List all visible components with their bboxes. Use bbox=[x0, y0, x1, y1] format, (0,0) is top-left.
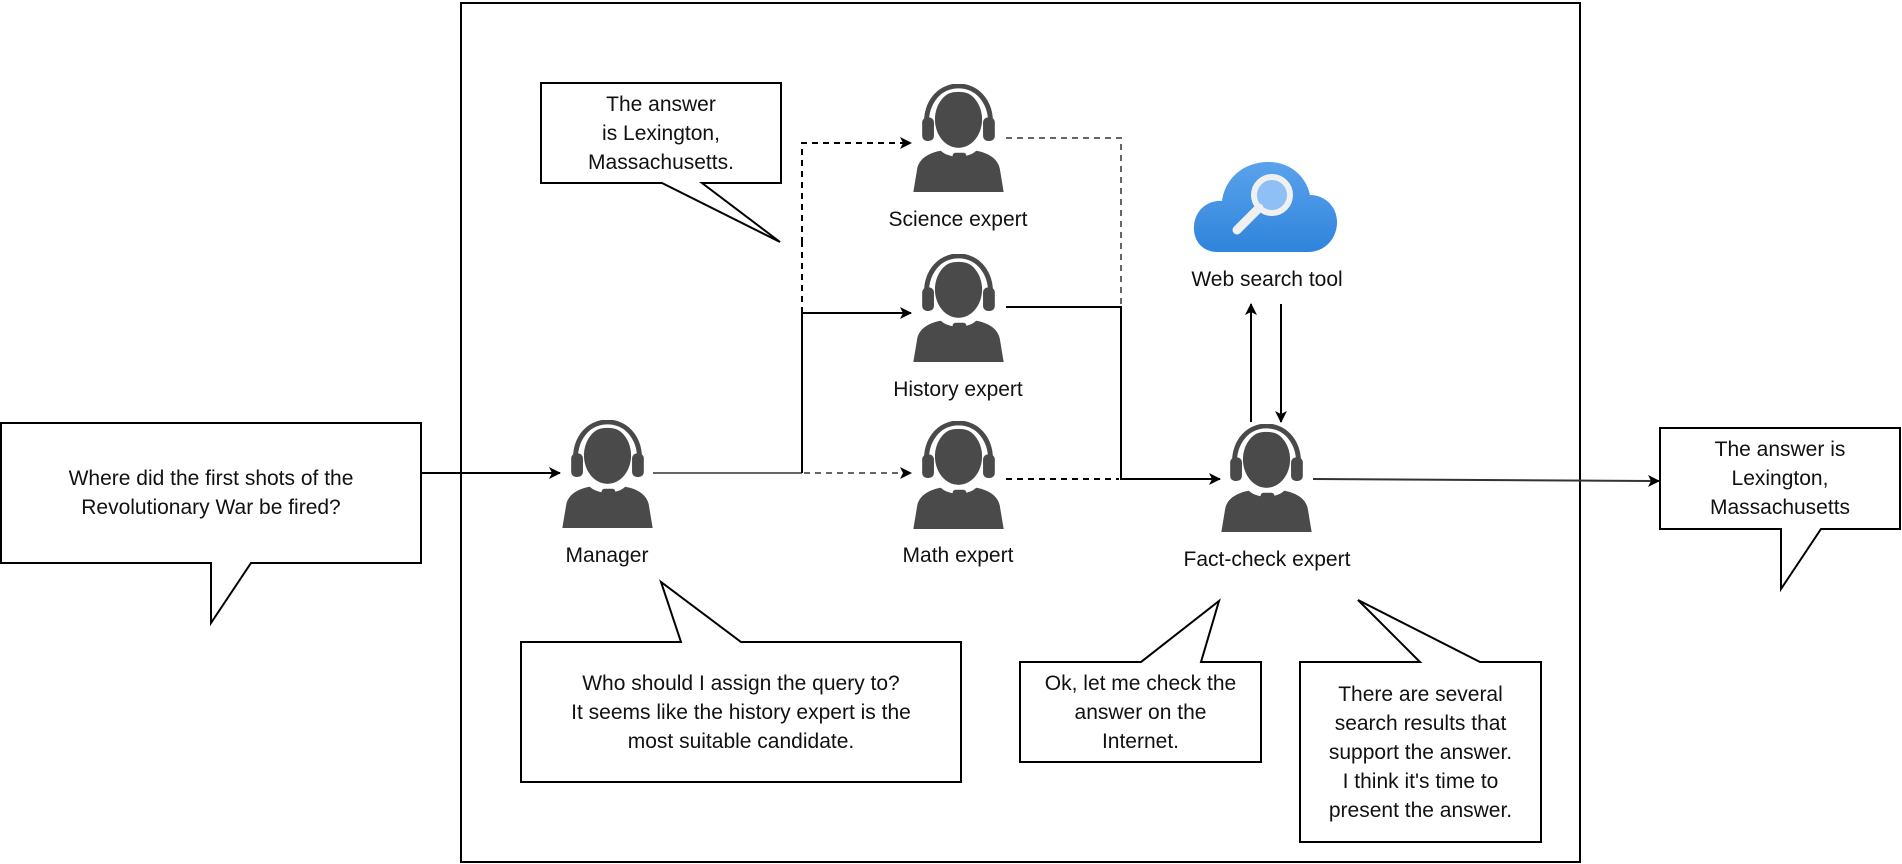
edge-manager-to-science bbox=[801, 137, 912, 243]
web-search-label: Web search tool bbox=[1191, 268, 1343, 291]
manager-label: Manager bbox=[565, 544, 649, 567]
manager-bubble-text: Who should I assign the query to? It see… bbox=[571, 671, 911, 753]
science-label: Science expert bbox=[888, 208, 1028, 231]
history-agent-icon bbox=[913, 256, 1003, 362]
factcheck-result-text: There are several search results that su… bbox=[1328, 682, 1513, 822]
factcheck-check-text: Ok, let me check the answer on the Inter… bbox=[1044, 671, 1237, 753]
answer-bubble bbox=[1659, 427, 1901, 593]
factcheck-agent-icon bbox=[1221, 426, 1311, 532]
edge-science-to-factcheck bbox=[1006, 137, 1122, 307]
science-bubble bbox=[540, 82, 782, 243]
manager-agent-icon bbox=[562, 422, 652, 528]
query-bubble bbox=[0, 422, 422, 627]
factcheck-result-bubble bbox=[1299, 599, 1542, 843]
edge-history-to-factcheck bbox=[1006, 306, 1221, 485]
science-bubble-text: The answer is Lexington, Massachusetts. bbox=[588, 92, 734, 174]
factcheck-label: Fact-check expert bbox=[1183, 548, 1351, 571]
manager-bubble bbox=[520, 579, 962, 783]
answer-text: The answer is Lexington, Massachusetts bbox=[1709, 438, 1851, 519]
math-label: Math expert bbox=[902, 544, 1014, 567]
query-text: Where did the first shots of the Revolut… bbox=[68, 467, 354, 519]
cloud-search-icon bbox=[1193, 162, 1338, 252]
agent-system-boundary bbox=[460, 2, 1581, 863]
history-label: History expert bbox=[893, 378, 1023, 401]
math-agent-icon bbox=[913, 423, 1003, 529]
edge-factcheck-to-answer bbox=[1312, 474, 1660, 487]
factcheck-check-bubble bbox=[1019, 598, 1262, 763]
science-agent-icon bbox=[913, 86, 1003, 192]
